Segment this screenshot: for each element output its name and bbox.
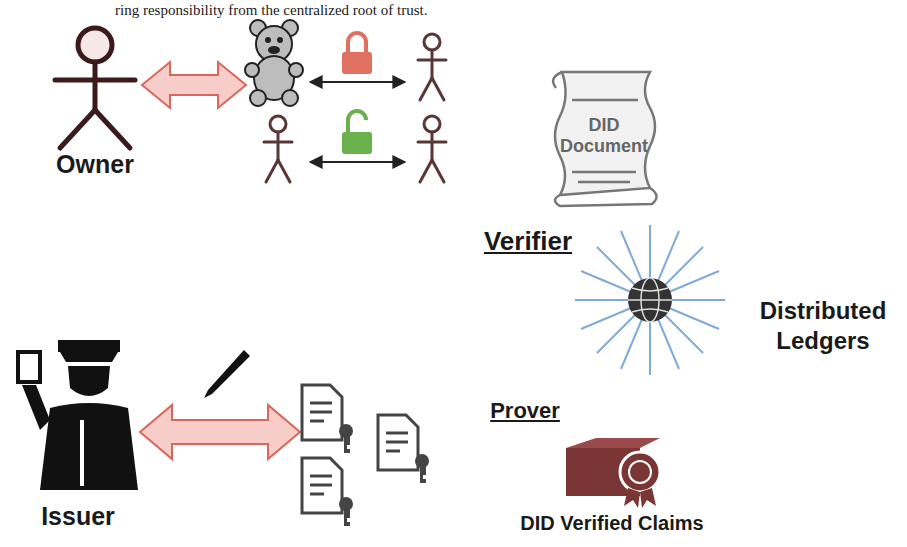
owner-figure — [55, 28, 135, 148]
caption-fragment: ring responsibility from the centralized… — [115, 2, 427, 19]
double-arrow — [310, 81, 405, 83]
document-node: DID Document — [562, 104, 646, 168]
open-padlock — [342, 111, 372, 154]
double-arrow — [142, 62, 246, 108]
role-label: Owner — [56, 150, 134, 179]
issuer-officer — [18, 340, 138, 490]
scroll-document — [553, 72, 656, 206]
component-label: Distributed Ledgers — [743, 296, 903, 356]
person-figure — [264, 34, 446, 182]
locked-padlock — [342, 33, 372, 74]
component-label: DID Verified Claims — [520, 512, 703, 535]
signed-document — [302, 385, 429, 526]
teddy-bear — [245, 20, 303, 106]
certificate-icon — [566, 438, 660, 508]
role-label: Prover — [490, 398, 560, 424]
role-label: Verifier — [484, 226, 572, 257]
node-text: DID Document — [560, 115, 648, 156]
double-arrow — [140, 405, 300, 459]
double-arrow — [310, 161, 405, 163]
role-label: Issuer — [41, 502, 115, 531]
pen — [204, 350, 250, 398]
distributed-ledger-globe — [575, 225, 725, 375]
